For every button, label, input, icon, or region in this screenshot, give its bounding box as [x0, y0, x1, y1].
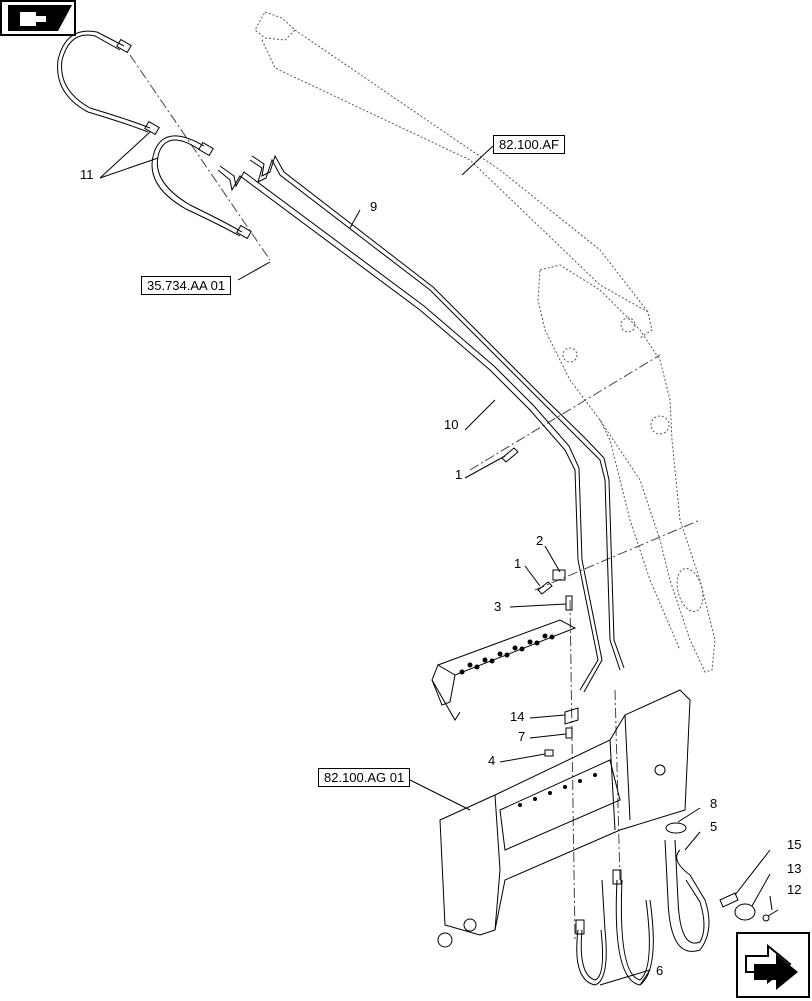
callout-10: 10 — [444, 417, 459, 432]
callout-11: 11 — [80, 167, 94, 182]
projection-lines — [129, 54, 701, 941]
callout-1-upper: 1 — [455, 467, 463, 482]
loader-arm-outline — [254, 11, 716, 673]
callout-4: 4 — [488, 753, 496, 768]
callout-8: 8 — [710, 796, 718, 811]
fitting-3 — [565, 595, 573, 611]
fitting-4 — [544, 749, 554, 757]
callout-3: 3 — [494, 599, 502, 614]
ref-82-100-af[interactable]: 82.100.AF — [493, 135, 565, 154]
callout-6: 6 — [656, 963, 664, 978]
callout-9: 9 — [370, 199, 378, 214]
hose-11-upper — [57, 30, 160, 136]
part-13 — [734, 903, 756, 921]
book-with-arrow-icon[interactable] — [0, 0, 76, 36]
hose-5 — [664, 822, 710, 952]
clamp-2 — [552, 569, 566, 581]
hose-6 — [575, 869, 654, 986]
hose-11-lower — [151, 135, 252, 240]
callout-13: 13 — [787, 861, 802, 876]
callout-1-lower: 1 — [514, 556, 522, 571]
callout-5: 5 — [710, 819, 718, 834]
quick-attach-frame — [437, 689, 691, 948]
callout-12: 12 — [787, 882, 802, 897]
callout-7: 7 — [518, 729, 526, 744]
arrow-icon-glyph — [745, 943, 798, 990]
part-15 — [719, 892, 739, 908]
tube-9 — [249, 154, 625, 671]
callout-14: 14 — [510, 709, 525, 724]
step-plate — [431, 619, 577, 721]
book-icon-glyph — [8, 5, 72, 31]
leader-lines — [99, 131, 773, 986]
next-page-arrow-icon[interactable] — [736, 932, 810, 998]
callout-15: 15 — [787, 837, 802, 852]
ref-35-734-aa-01[interactable]: 35.734.AA 01 — [141, 276, 232, 295]
tube-10 — [217, 165, 603, 693]
bolt-1-upper — [501, 447, 519, 463]
part-12 — [762, 909, 779, 922]
fitting-14-7 — [564, 707, 579, 739]
ref-82-100-ag-01[interactable]: 82.100.AG 01 — [318, 768, 411, 787]
callout-2: 2 — [536, 533, 544, 548]
bolt-1-lower — [537, 581, 553, 595]
